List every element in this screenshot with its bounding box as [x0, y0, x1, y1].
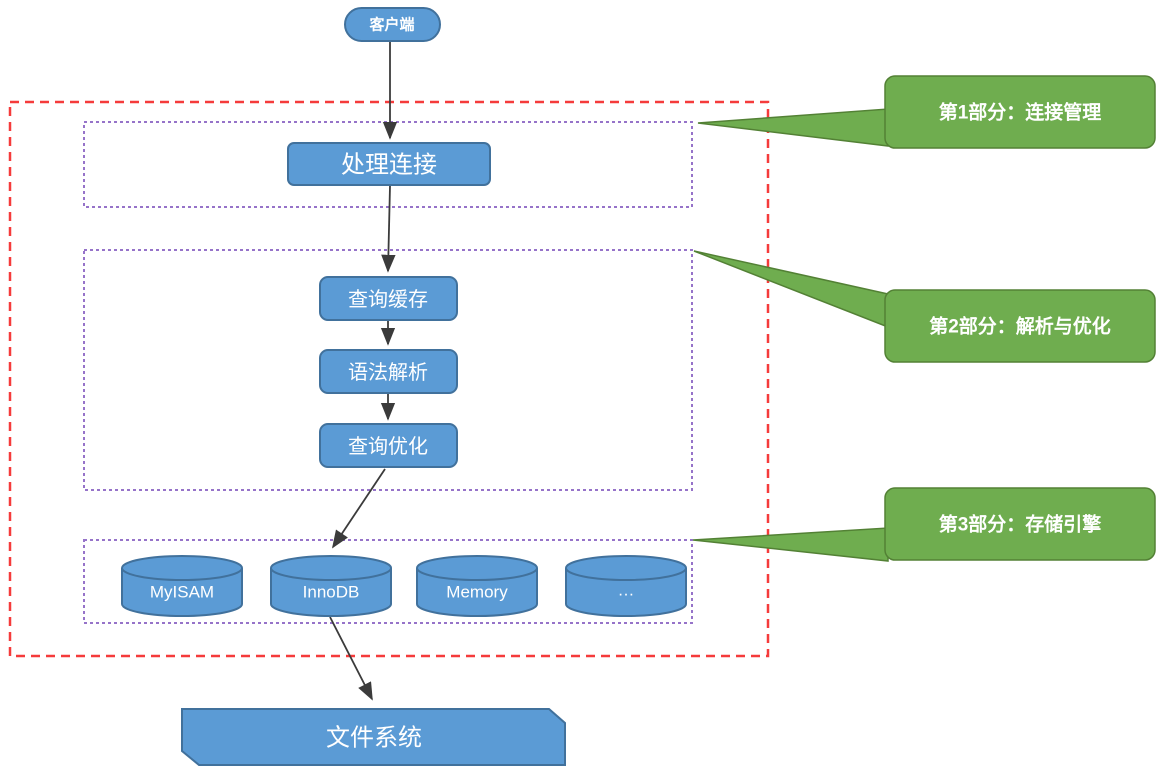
engine-other-label: … [618, 581, 635, 600]
engine-innodb-label: InnoDB [303, 583, 360, 602]
storage-engines: MyISAM InnoDB Memory … [121, 555, 687, 617]
client-node-label: 客户端 [368, 16, 414, 34]
outer-dashed-box [8, 100, 770, 658]
flow-arrows [329, 41, 398, 701]
engine-other: … [565, 555, 687, 617]
callout-storage-engine: 第3部分：存储引擎 [692, 487, 1156, 562]
handle-connection-node: 处理连接 [287, 142, 491, 186]
engine-innodb: InnoDB [270, 555, 392, 617]
section-parse-optimize-box [83, 249, 693, 491]
arrow-connection-to-cache [381, 185, 396, 273]
handle-connection-label: 处理连接 [341, 152, 437, 179]
callout-2-label: 第2部分：解析与优化 [929, 315, 1111, 338]
callout-connection-management: 第1部分：连接管理 [697, 75, 1156, 149]
query-cache-node: 查询缓存 [319, 276, 458, 321]
parser-node: 语法解析 [319, 349, 458, 394]
engine-myisam: MyISAM [121, 555, 243, 617]
arrow-engine-to-filesystem [329, 616, 373, 701]
engine-memory-label: Memory [446, 583, 508, 602]
callout-3-label: 第3部分：存储引擎 [939, 513, 1102, 536]
file-system-node: 文件系统 [181, 708, 566, 766]
engine-myisam-label: MyISAM [150, 583, 214, 602]
callout-parse-optimize: 第2部分：解析与优化 [693, 250, 1156, 363]
arrow-optimizer-to-engine [332, 468, 386, 549]
optimizer-label: 查询优化 [348, 435, 428, 458]
callout-1-label: 第1部分：连接管理 [939, 101, 1102, 124]
optimizer-node: 查询优化 [319, 423, 458, 468]
client-node: 客户端 [344, 7, 441, 42]
callout-2-tail [693, 250, 889, 329]
callout-1-tail [697, 108, 889, 147]
section-connection-management-box [83, 121, 693, 208]
query-cache-label: 查询缓存 [348, 288, 428, 311]
file-system-label: 文件系统 [326, 725, 422, 752]
callout-3-tail [692, 527, 889, 562]
parser-label: 语法解析 [348, 361, 428, 384]
section-storage-engine-box [83, 539, 693, 624]
engine-memory: Memory [416, 555, 538, 617]
